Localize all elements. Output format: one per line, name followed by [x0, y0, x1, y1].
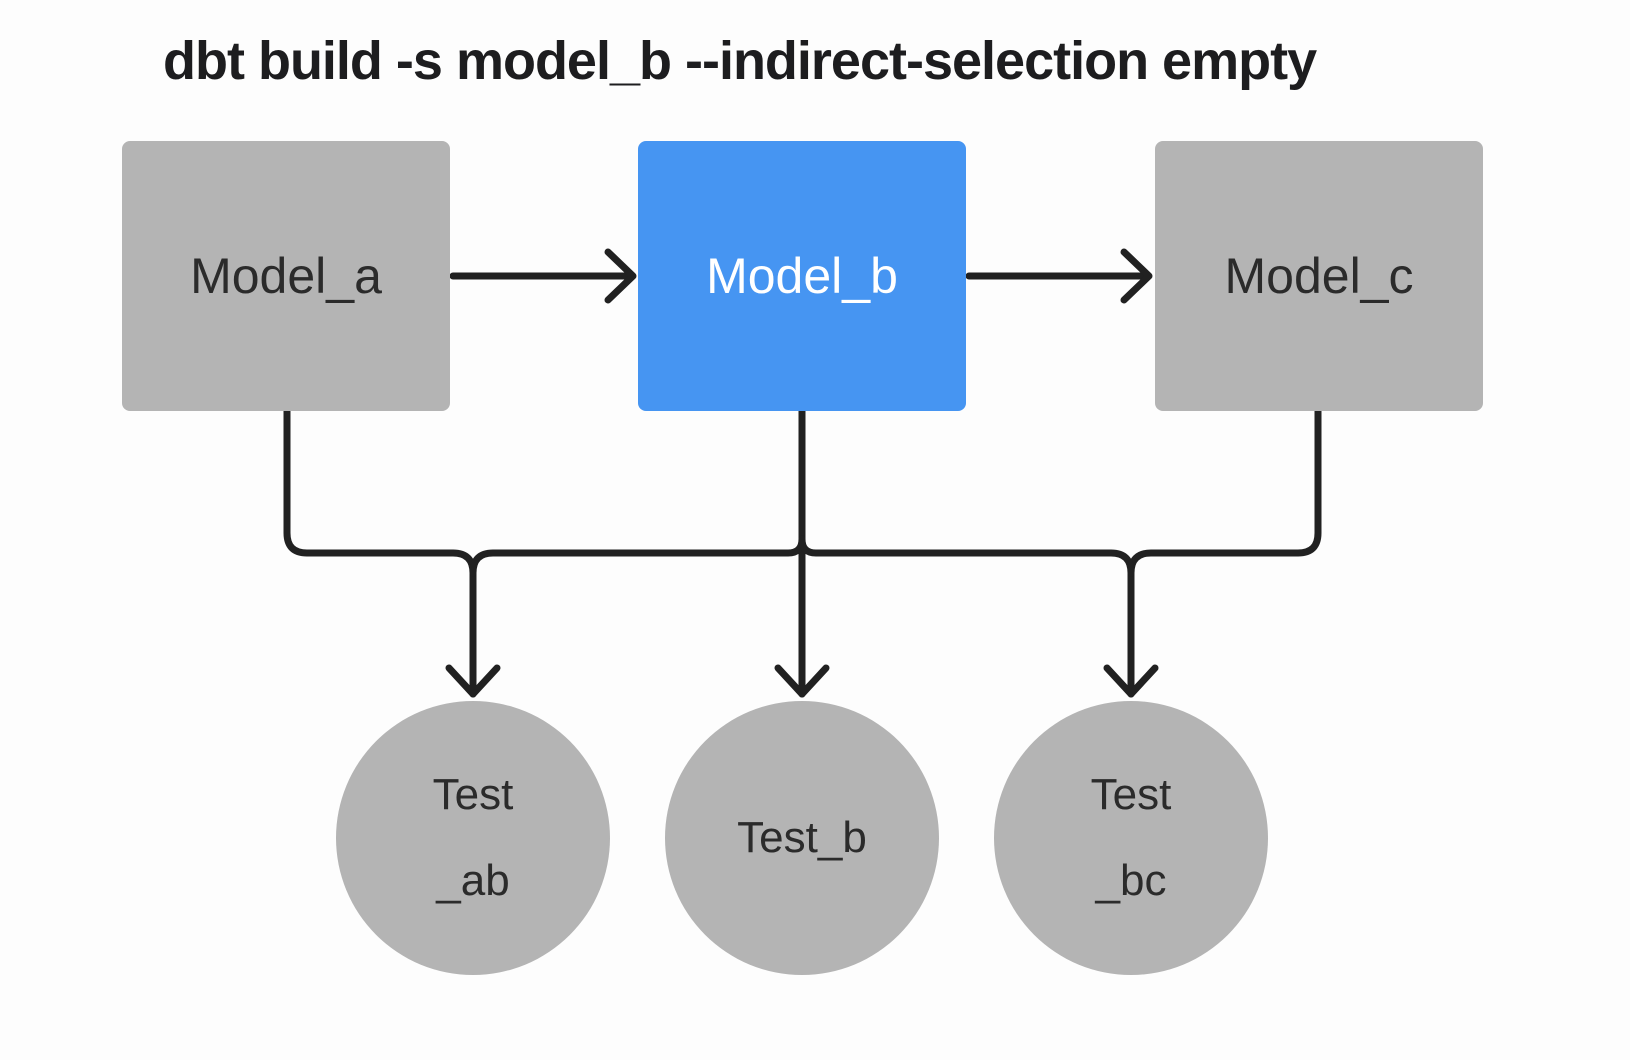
arrowhead-icon [1120, 248, 1153, 304]
node-model-b-selected: Model_b [638, 141, 966, 411]
command-title: dbt build -s model_b --indirect-selectio… [163, 31, 1317, 91]
node-model-a: Model_a [122, 141, 450, 411]
edge-model-a-to-test-ab [283, 404, 501, 698]
node-test-b: Test_b [665, 701, 939, 975]
edge-bus-left-segment [469, 535, 806, 577]
edge-model-c-to-test-bc [1103, 404, 1322, 698]
edge-model-b-to-model-c [965, 248, 1153, 304]
arrowhead-icon [445, 664, 501, 698]
arrowhead-icon [774, 664, 830, 698]
arrowhead-icon [604, 248, 637, 304]
edge-model-a-to-model-b [449, 248, 637, 304]
node-model-c: Model_c [1155, 141, 1483, 411]
edge-bus-right-segment [798, 535, 1135, 577]
node-test-bc: Test _bc [994, 701, 1268, 975]
node-test-ab: Test _ab [336, 701, 610, 975]
arrowhead-icon [1103, 664, 1159, 698]
